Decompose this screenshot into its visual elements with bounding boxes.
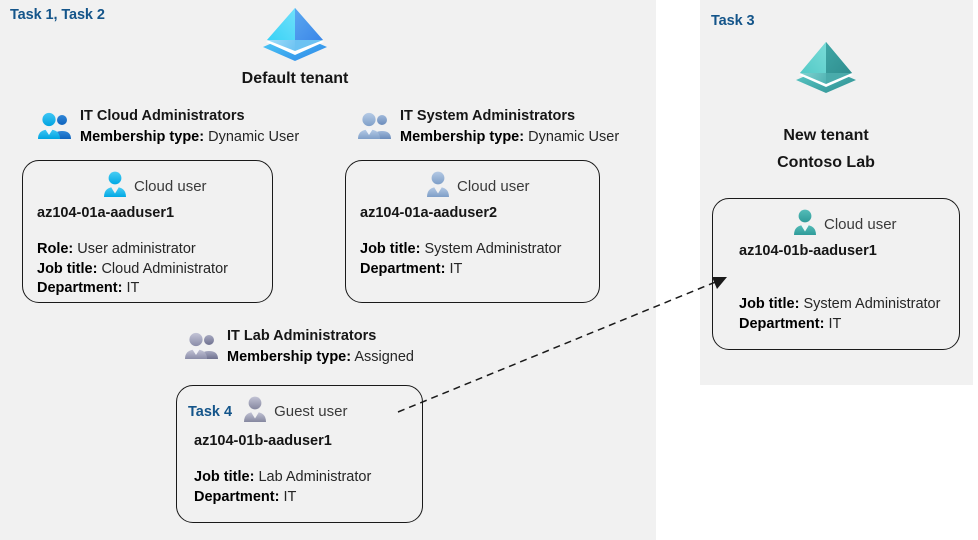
azure-ad-tenant-icon-default xyxy=(259,3,331,70)
group-users-icon-system-admins xyxy=(358,112,392,145)
username-guest-az104-01b-aaduser1: az104-01b-aaduser1 xyxy=(194,433,332,449)
attr-label-job-title: Job title: xyxy=(739,296,800,312)
user-type-label-aaduser1: Cloud user xyxy=(134,178,207,195)
user-type-label-aaduser2: Cloud user xyxy=(457,178,530,195)
attr-label-job-title: Job title: xyxy=(194,469,255,485)
group-membership-it-lab-administrators: Membership type: Assigned xyxy=(227,349,414,365)
attr-row-job-title: Job title: System Administrator xyxy=(360,240,561,260)
card-head-guest-az104-01b-aaduser1: Task 4 Guest user xyxy=(188,395,347,428)
membership-type-value: Dynamic User xyxy=(208,129,300,145)
attr-row-role: Role: User administrator xyxy=(37,240,228,260)
user-type-label-guest-aaduser1: Guest user xyxy=(274,403,348,420)
attr-row-department: Department: IT xyxy=(37,279,228,299)
attr-value-job-title: Lab Administrator xyxy=(258,469,372,485)
user-card-az104-01a-aaduser2[interactable]: Cloud user az104-01a-aaduser2 Job title:… xyxy=(345,160,600,303)
cloud-user-icon-b-aaduser1 xyxy=(791,208,819,241)
attr-value-department: IT xyxy=(449,260,463,277)
attr-label-department: Department: xyxy=(37,280,123,296)
task-label-3: Task 3 xyxy=(711,13,755,29)
attr-value-job-title: System Administrator xyxy=(424,241,562,257)
membership-type-value: Assigned xyxy=(354,349,414,365)
user-card-guest-az104-01b-aaduser1[interactable]: Task 4 Guest user az104-01b-aaduser1 xyxy=(176,385,423,523)
attr-row-department: Department: IT xyxy=(739,315,940,335)
attrs-guest-az104-01b-aaduser1: Job title: Lab Administrator Department:… xyxy=(194,468,371,507)
guest-user-icon-aaduser1 xyxy=(241,395,269,428)
attr-label-department: Department: xyxy=(194,488,280,505)
membership-type-label: Membership type: xyxy=(227,349,352,365)
cloud-user-icon-aaduser1 xyxy=(101,170,129,203)
attr-value-job-title: System Administrator xyxy=(803,296,941,312)
group-title-it-system-administrators: IT System Administrators xyxy=(400,108,576,124)
attr-label-department: Department: xyxy=(360,260,446,277)
attr-value-role: User administrator xyxy=(77,241,196,257)
group-title-it-lab-administrators: IT Lab Administrators xyxy=(227,328,377,344)
attr-label-job-title: Job title: xyxy=(37,260,98,277)
attr-row-job-title: Job title: Lab Administrator xyxy=(194,468,371,488)
attr-value-department: IT xyxy=(126,280,140,296)
membership-type-label: Membership type: xyxy=(400,129,525,145)
attr-row-job-title: Job title: Cloud Administrator xyxy=(37,260,228,280)
new-tenant-name-line1: New tenant xyxy=(783,127,869,144)
group-users-icon-lab-admins xyxy=(185,332,219,365)
group-title-it-cloud-administrators: IT Cloud Administrators xyxy=(80,108,245,124)
user-type-label-b-aaduser1: Cloud user xyxy=(824,216,897,233)
group-users-icon-cloud-admins xyxy=(38,112,72,145)
new-tenant-name-line2: Contoso Lab xyxy=(777,154,875,171)
card-head-cloud-az104-01b-aaduser1: Cloud user xyxy=(791,208,897,241)
username-az104-01a-aaduser2: az104-01a-aaduser2 xyxy=(360,205,498,221)
attr-label-job-title: Job title: xyxy=(360,241,421,257)
task-label-1-2: Task 1, Task 2 xyxy=(10,7,105,23)
attrs-az104-01a-aaduser1: Role: User administrator Job title: Clou… xyxy=(37,240,228,299)
default-tenant-name: Default tenant xyxy=(241,70,349,87)
attr-label-role: Role: xyxy=(37,241,74,257)
attr-value-department: IT xyxy=(828,315,842,332)
username-cloud-az104-01b-aaduser1: az104-01b-aaduser1 xyxy=(739,243,877,259)
membership-type-value: Dynamic User xyxy=(528,129,620,145)
attr-label-department: Department: xyxy=(739,315,825,332)
task-label-4: Task 4 xyxy=(188,403,233,420)
attr-row-department: Department: IT xyxy=(360,260,561,280)
user-card-cloud-az104-01b-aaduser1[interactable]: Cloud user az104-01b-aaduser1 Job title:… xyxy=(712,198,960,350)
group-membership-it-system-administrators: Membership type: Dynamic User xyxy=(400,129,619,145)
group-membership-it-cloud-administrators: Membership type: Dynamic User xyxy=(80,129,299,145)
membership-type-label: Membership type: xyxy=(80,129,205,145)
attr-value-department: IT xyxy=(283,488,297,505)
cloud-user-icon-aaduser2 xyxy=(424,170,452,203)
attr-value-job-title: Cloud Administrator xyxy=(101,260,228,277)
attrs-az104-01a-aaduser2: Job title: System Administrator Departme… xyxy=(360,240,561,279)
attrs-cloud-az104-01b-aaduser1: Job title: System Administrator Departme… xyxy=(739,295,940,334)
card-head-az104-01a-aaduser2: Cloud user xyxy=(424,170,530,203)
user-card-az104-01a-aaduser1[interactable]: Cloud user az104-01a-aaduser1 Role: User… xyxy=(22,160,273,303)
azure-ad-tenant-icon-new xyxy=(792,38,860,103)
card-head-az104-01a-aaduser1: Cloud user xyxy=(101,170,207,203)
attr-row-department: Department: IT xyxy=(194,488,371,508)
attr-row-job-title: Job title: System Administrator xyxy=(739,295,940,315)
username-az104-01a-aaduser1: az104-01a-aaduser1 xyxy=(37,205,175,221)
